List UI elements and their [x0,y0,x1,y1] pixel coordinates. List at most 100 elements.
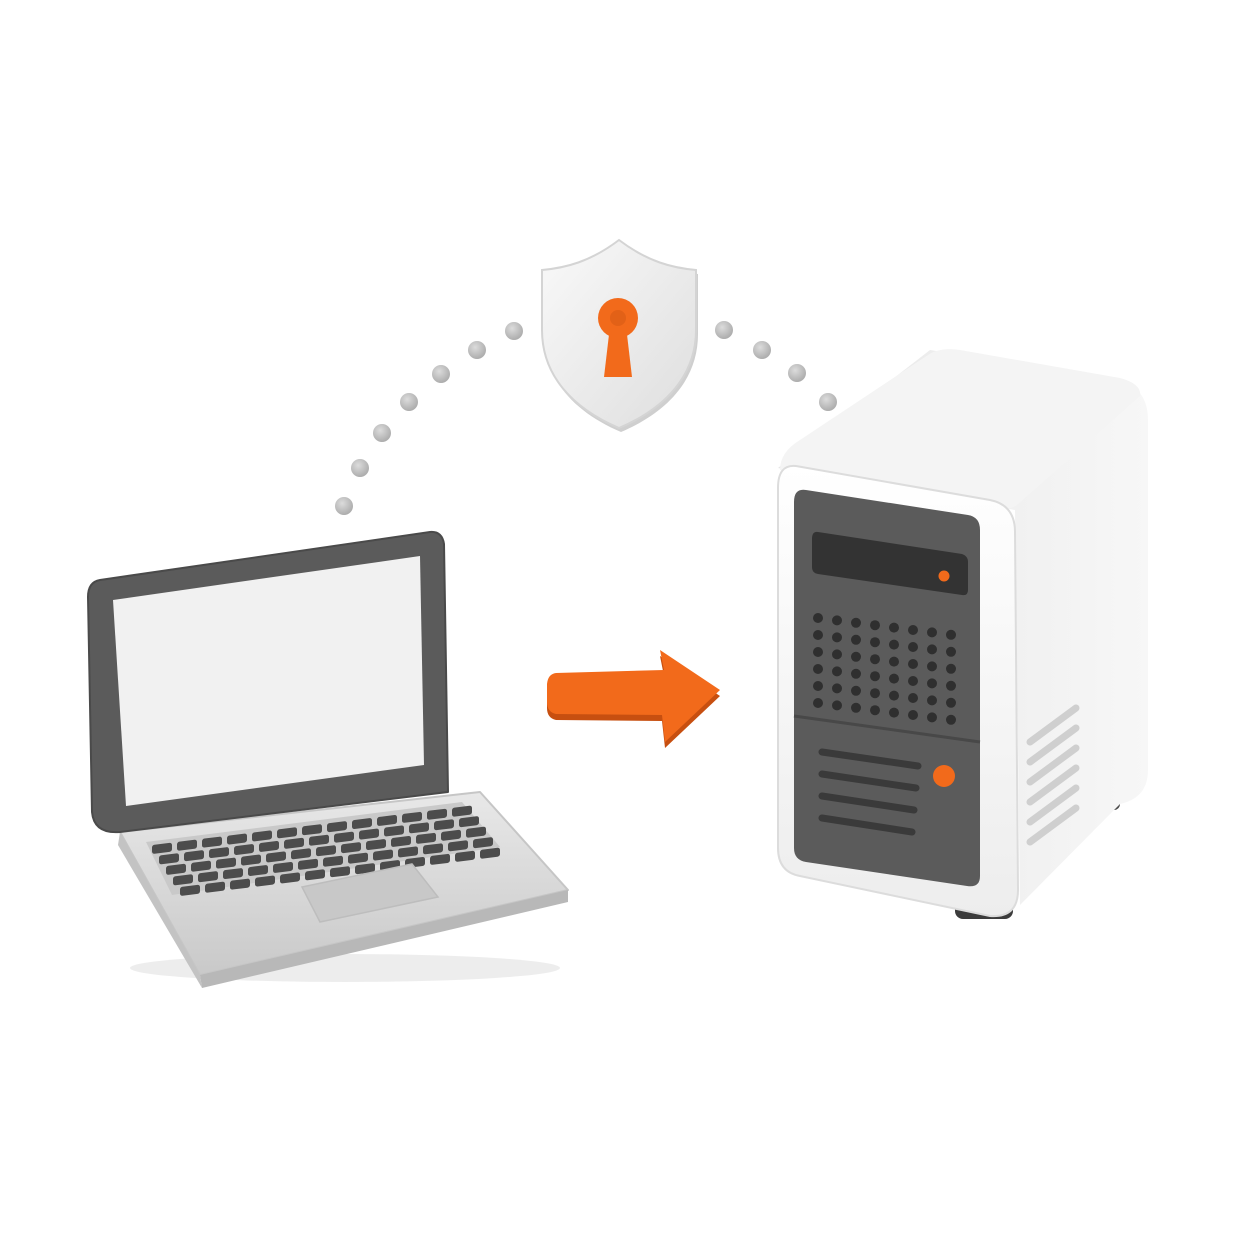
vent-hole [851,668,861,679]
keyboard-key [284,837,304,849]
keyboard-key [323,855,343,867]
connection-dot [505,322,523,340]
keyboard-key [448,840,468,852]
vent-hole [813,647,823,657]
transfer-arrow-icon [547,650,720,748]
vent-hole [908,659,918,669]
vent-hole [870,637,880,648]
vent-hole [946,697,956,708]
keyboard-key [441,829,461,841]
keyboard-key [416,832,436,844]
keyboard-key [177,839,197,851]
keyboard-key [466,826,486,838]
keyboard-key [384,825,404,837]
keyboard-key [302,824,322,836]
vent-hole [832,700,842,711]
keyboard-key [427,808,447,820]
vent-hole [908,625,918,635]
keyboard-key [480,847,500,859]
vent-hole [908,693,918,703]
laptop-icon [87,530,569,988]
vent-hole [870,688,880,699]
keyboard-key [180,884,200,896]
keyboard-key [291,848,311,860]
vent-hole [927,627,937,638]
keyboard-key [173,874,193,886]
connection-dot [715,321,733,339]
keyboard-key [202,836,222,848]
vent-hole [946,629,956,640]
keyboard-key [166,863,186,875]
vent-hole [851,702,861,713]
vent-hole [946,663,956,674]
vent-hole [889,622,899,633]
keyboard-key [305,869,325,881]
keyboard-key [459,816,479,828]
side-vents [1026,704,1080,846]
vent-hole [946,680,956,691]
vent-hole [832,649,842,660]
keyboard-key [266,851,286,863]
keyboard-key [327,821,347,833]
keyboard-key [184,850,204,862]
keyboard-key [334,831,354,843]
keyboard-key [473,837,493,849]
keyboard-key [298,858,318,870]
keyboard-key [402,811,422,823]
keyboard-key [352,818,372,829]
connection-dot [400,393,418,411]
keyboard-key [273,861,293,873]
keyboard-key [341,842,361,854]
keyboard-key [330,866,350,878]
keyboard-key [191,860,211,872]
connection-dot [753,341,771,359]
vent-hole [851,617,861,628]
front-vents [813,613,956,725]
keyboard-key [209,847,229,859]
vent-hole [889,656,899,667]
vent-hole [870,620,880,631]
vent-hole [908,710,918,720]
vent-hole [870,671,880,682]
vent-hole [832,683,842,694]
keyboard-key [434,819,454,831]
connection-dot [468,341,486,359]
vent-hole [889,707,899,718]
vent-hole [908,642,918,652]
keyboard-key [205,881,225,893]
keyboard-key [409,822,429,834]
server-tower-icon [777,349,1148,919]
keyboard-key [227,833,247,845]
vent-hole [889,673,899,684]
connection-dots [335,321,837,515]
connection-dot [335,497,353,515]
keyboard-key [241,854,261,866]
vent-hole [908,676,918,686]
keyboard-key [430,853,450,865]
connection-dot [432,365,450,383]
vent-hole [927,712,937,723]
keyboard-key [309,834,329,846]
vent-hole [870,654,880,665]
connection-dot [373,424,391,442]
keyboard-key [259,840,279,852]
keyboard-key [280,872,300,884]
vent-hole [927,644,937,655]
vent-hole [927,678,937,689]
keyboard-key [159,853,179,865]
keyboard-key [348,852,368,864]
vent-hole [813,630,823,640]
vent-hole [946,714,956,725]
keyboard-key [398,846,418,858]
keyboard-key [355,863,375,875]
keyboard-key [198,871,218,883]
keyboard-key [230,878,250,890]
keyboard-key [423,843,443,855]
vent-hole [832,615,842,626]
connection-dot [788,364,806,382]
vent-hole [946,646,956,657]
keyboard-key [316,845,336,857]
keyboard-key [255,875,275,887]
vent-hole [889,690,899,701]
